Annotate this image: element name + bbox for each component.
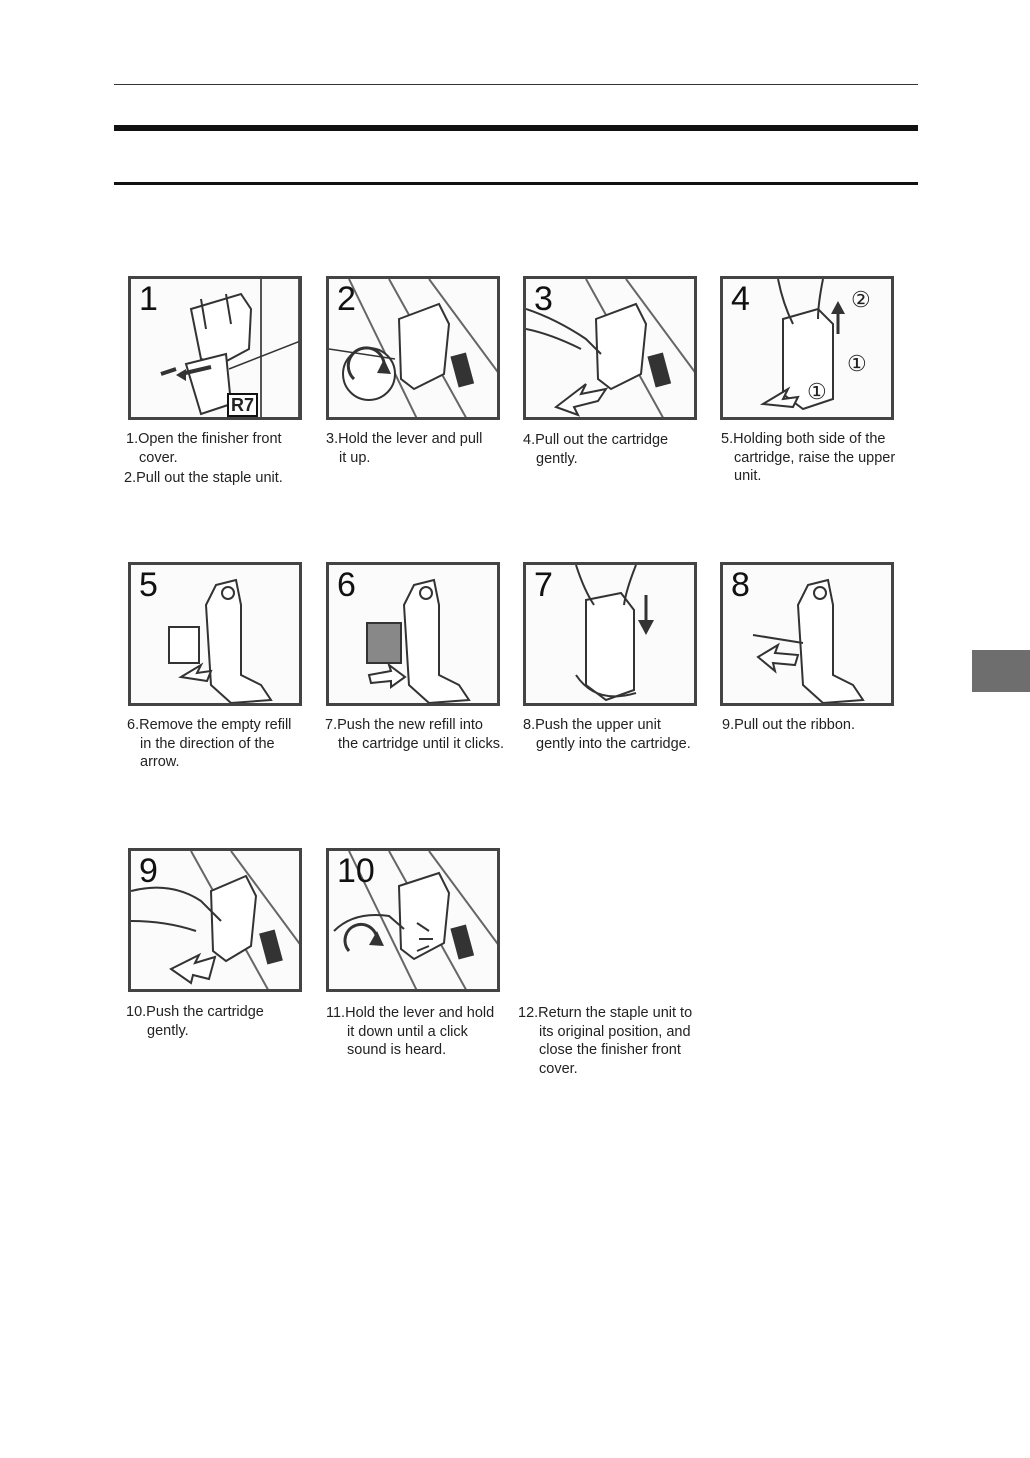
finisher-illustration [160, 279, 299, 417]
caption-text: it up. [339, 449, 371, 466]
caption-step-2: 2.Pull out the staple unit. [124, 469, 314, 488]
step-illustration-8: 8 [720, 562, 894, 706]
caption-text: arrow. [140, 754, 180, 770]
step-illustration-5: 5 [128, 562, 302, 706]
caption-text: Hold the lever and pull [338, 431, 483, 447]
push-upper-unit-illustration [575, 565, 654, 702]
r7-badge: R7 [227, 393, 259, 417]
caption-text: gently into the cartridge. [536, 735, 691, 752]
caption-number: 9. [722, 717, 735, 733]
step-illustration-1: 1 R7 [128, 276, 302, 420]
caption-step-8: 8.Push the upper unit gently into the ca… [523, 716, 719, 753]
caption-text: Remove the empty refill [139, 717, 292, 733]
insert-refill-illustration [366, 578, 471, 703]
step-number: 1 [139, 280, 158, 318]
caption-step-11: 11.Hold the lever and hold it down until… [326, 1004, 518, 1060]
step-illustration-2: 2 [326, 276, 500, 420]
caption-text: Pull out the ribbon. [734, 717, 856, 733]
circled-number-1: ① [847, 351, 867, 376]
caption-number: 2. [124, 470, 137, 486]
step-number: 3 [534, 280, 553, 318]
caption-text: Push the new refill into [337, 717, 483, 733]
step-number: 4 [731, 280, 750, 318]
pull-ribbon-illustration [752, 578, 865, 703]
circled-number-1: ① [807, 379, 827, 404]
caption-number: 5. [721, 431, 734, 447]
caption-text: cover. [539, 1060, 578, 1077]
lever-illustration [329, 279, 497, 417]
raise-upper-unit-illustration [759, 279, 845, 411]
caption-number: 10. [126, 1004, 147, 1020]
caption-number: 3. [326, 431, 339, 447]
caption-text: the cartridge until it clicks. [338, 735, 505, 752]
step-number: 7 [534, 566, 553, 604]
chapter-tab [972, 650, 1030, 692]
step-number: 2 [337, 280, 356, 318]
caption-text: unit. [734, 468, 762, 484]
step-number: 6 [337, 566, 356, 604]
caption-number: 12. [518, 1005, 539, 1021]
caption-text: Pull out the cartridge [535, 432, 669, 448]
step-number: 5 [139, 566, 158, 604]
step-number: 8 [731, 566, 750, 604]
cartridge-pull-illustration [526, 279, 694, 417]
caption-text: sound is heard. [347, 1042, 447, 1058]
section-divider [114, 182, 918, 185]
caption-text: Holding both side of the [733, 431, 886, 447]
caption-text: Push the cartridge [146, 1004, 264, 1020]
caption-text: Return the staple unit to [538, 1005, 693, 1021]
caption-step-10: 10.Push the cartridge gently. [126, 1003, 316, 1040]
step-illustration-4: 4 ② ① ① [720, 276, 894, 420]
caption-step-5: 5.Holding both side of the cartridge, ra… [721, 430, 917, 486]
caption-step-9: 9.Pull out the ribbon. [722, 716, 912, 735]
caption-text: it down until a click [347, 1023, 468, 1040]
caption-number: 1. [126, 431, 139, 447]
caption-step-3: 3.Hold the lever and pull it up. [326, 430, 516, 467]
hold-lever-illustration [333, 851, 497, 989]
caption-number: 4. [523, 432, 536, 448]
caption-step-4: 4.Pull out the cartridge gently. [523, 431, 713, 468]
caption-text: in the direction of the [140, 735, 275, 752]
caption-text: Pull out the staple unit. [136, 470, 283, 486]
step-illustration-3: 3 [523, 276, 697, 420]
step-number: 10 [337, 852, 375, 890]
caption-step-7: 7.Push the new refill into the cartridge… [325, 716, 521, 753]
caption-text: Hold the lever and hold [345, 1005, 495, 1021]
section-title-bar [114, 125, 918, 131]
circled-number-2: ② [851, 287, 871, 312]
caption-text: its original position, and [539, 1023, 691, 1040]
caption-text: Push the upper unit [535, 717, 661, 733]
caption-step-1: 1.Open the finisher front cover. [126, 430, 316, 467]
caption-text: close the finisher front [539, 1042, 681, 1058]
remove-refill-illustration [168, 578, 273, 703]
caption-text: gently. [147, 1022, 189, 1039]
header-rule [114, 84, 918, 85]
caption-number: 11. [326, 1005, 346, 1021]
caption-number: 7. [325, 717, 338, 733]
caption-text: Open the finisher front [138, 431, 282, 447]
step-number: 9 [139, 852, 158, 890]
step-illustration-6: 6 [326, 562, 500, 706]
caption-number: 8. [523, 717, 536, 733]
caption-text: cartridge, raise the upper [734, 449, 896, 466]
step-illustration-7: 7 [523, 562, 697, 706]
push-cartridge-illustration [131, 851, 299, 989]
caption-text: gently. [536, 450, 578, 467]
step-illustration-9: 9 [128, 848, 302, 992]
step-illustration-10: 10 [326, 848, 500, 992]
caption-step-6: 6.Remove the empty refill in the directi… [127, 716, 317, 772]
caption-number: 6. [127, 717, 140, 733]
caption-step-12: 12.Return the staple unit to its origina… [518, 1004, 714, 1078]
caption-text: cover. [139, 449, 178, 466]
